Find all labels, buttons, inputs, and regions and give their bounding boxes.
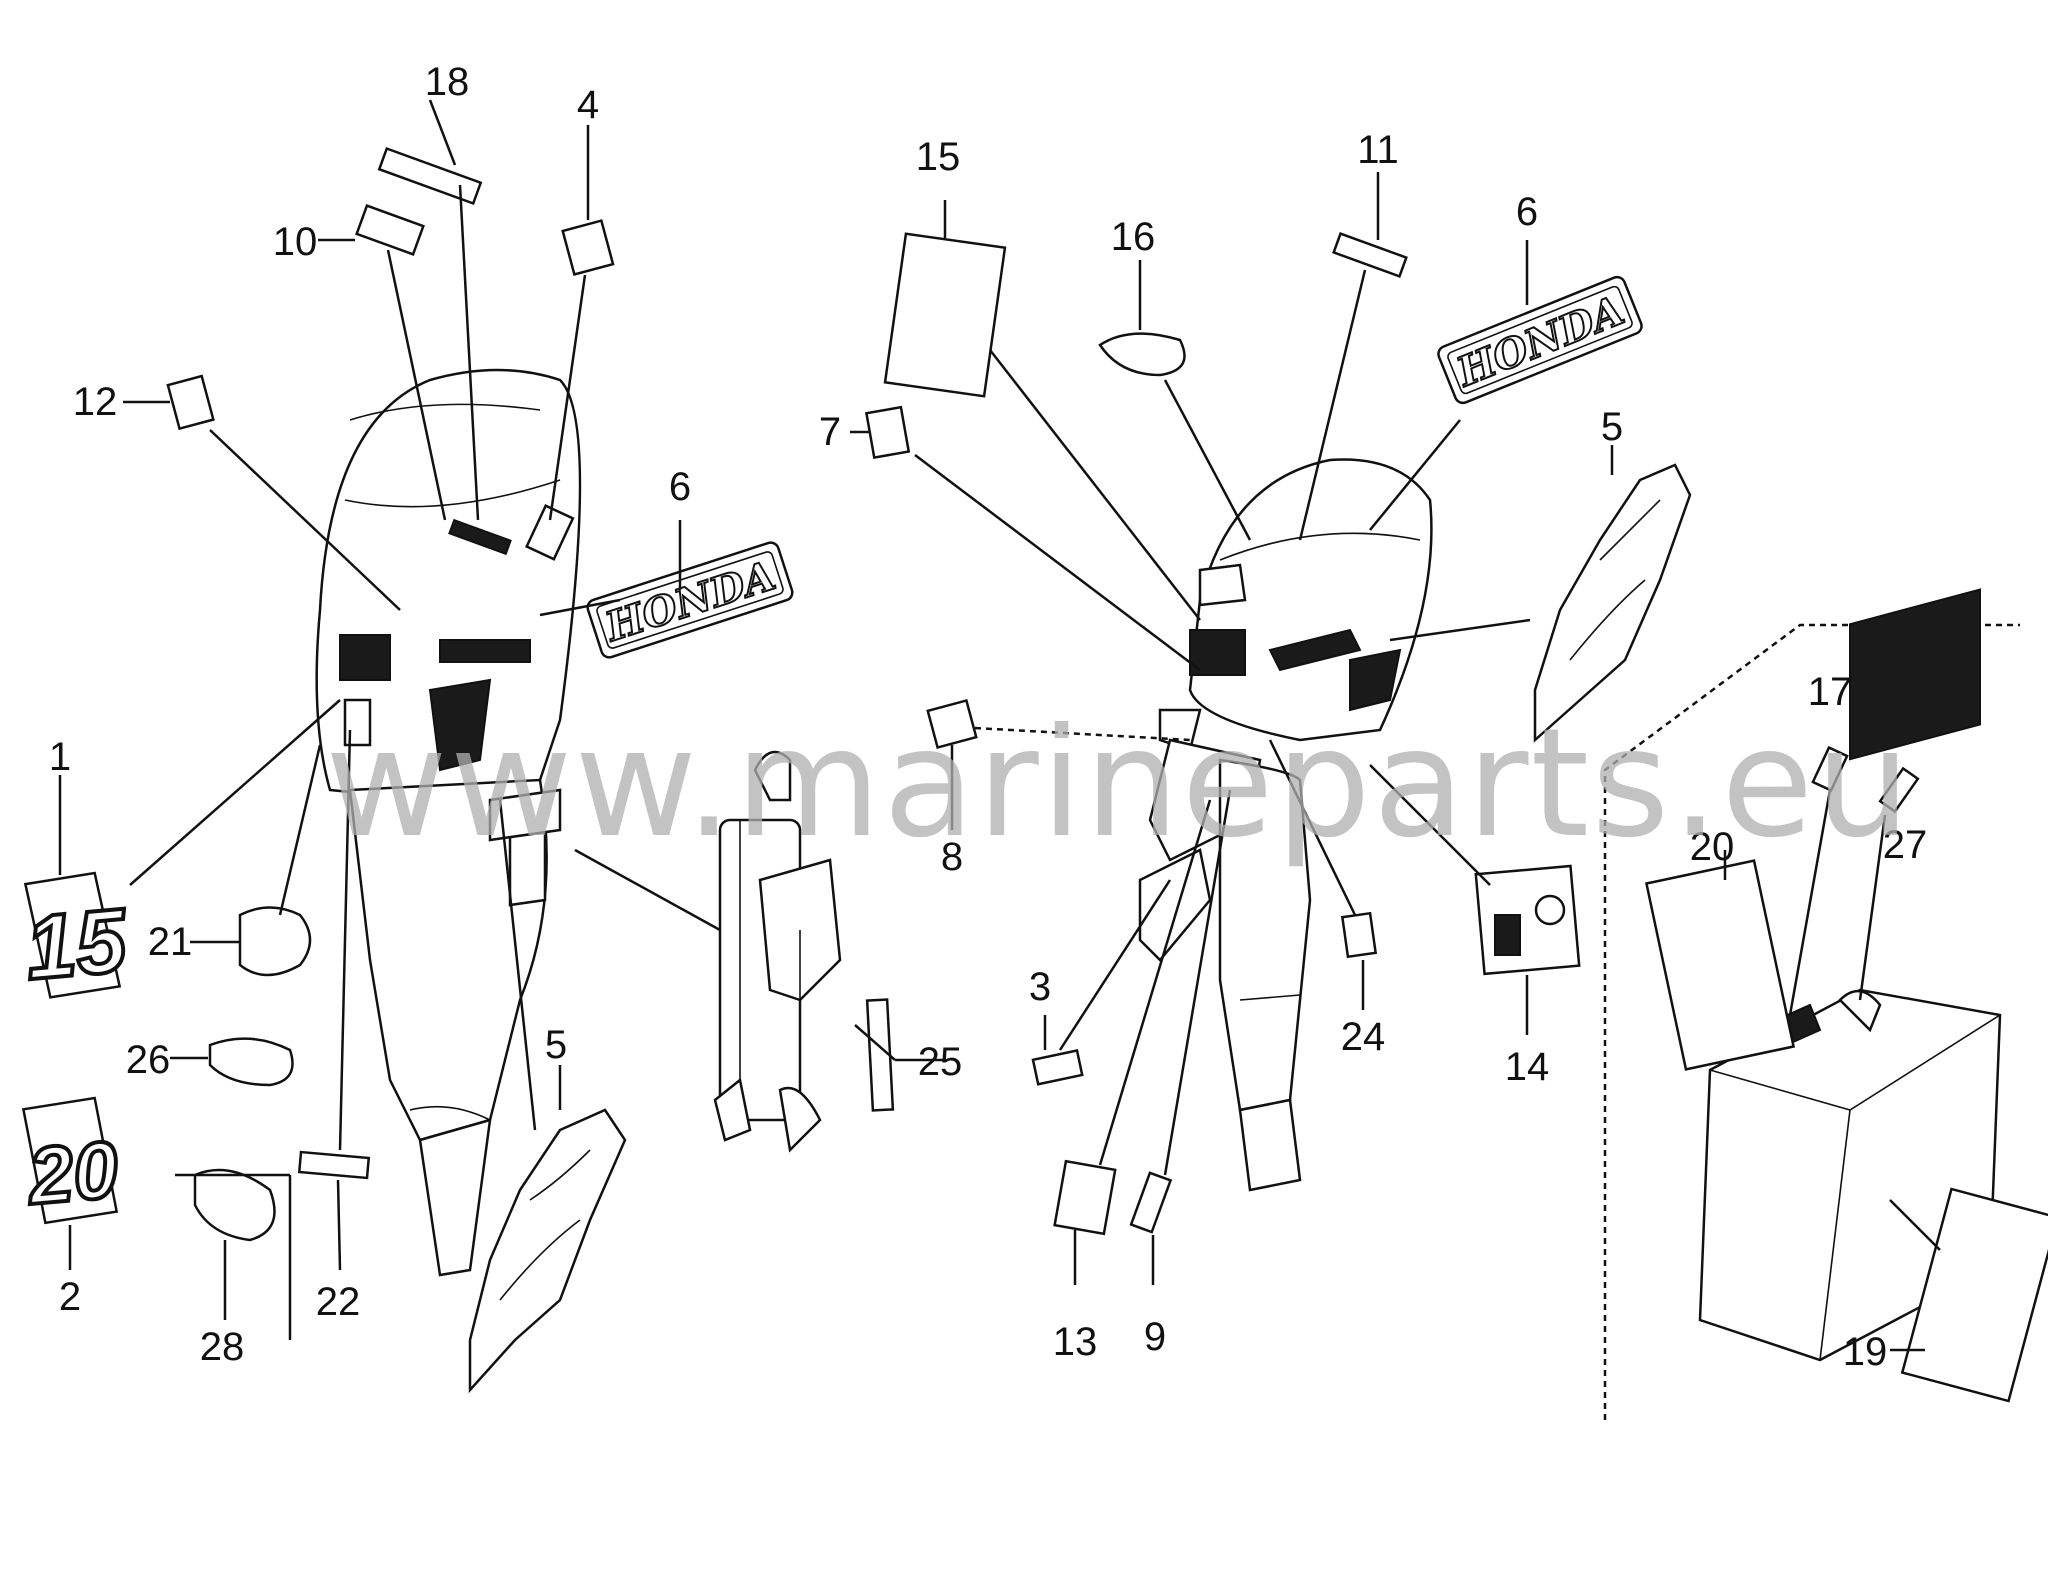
decal-26 [208, 1037, 294, 1087]
decal-27 [1878, 766, 1920, 814]
callout-5-left: 5 [545, 1023, 567, 1067]
decal-16 [1098, 332, 1186, 377]
callout-25: 25 [918, 1040, 963, 1084]
hp15-text: 15 [22, 891, 132, 1000]
decal-28 [193, 1168, 276, 1242]
leader-lines [58, 99, 1941, 1352]
decal-18 [377, 146, 483, 206]
callout-7: 7 [819, 410, 841, 454]
callout-19: 19 [1843, 1330, 1888, 1374]
callout-14: 14 [1505, 1045, 1550, 1089]
callout-24: 24 [1341, 1015, 1386, 1059]
callout-11: 11 [1357, 128, 1399, 172]
callout-21: 21 [148, 920, 193, 964]
decal-24 [1340, 911, 1378, 959]
decal-9 [1129, 1171, 1173, 1234]
callout-6-left: 6 [669, 465, 691, 509]
decal-7 [864, 405, 911, 460]
callout-28: 28 [200, 1325, 245, 1369]
decal-10 [355, 204, 425, 256]
callout-16: 16 [1111, 215, 1156, 259]
callout-6-right: 6 [1516, 190, 1538, 234]
callout-18: 18 [425, 60, 470, 104]
callout-26: 26 [126, 1038, 171, 1082]
callout-9: 9 [1144, 1315, 1166, 1359]
callout-2: 2 [59, 1275, 81, 1319]
decal-12 [166, 374, 215, 431]
decal-22 [297, 1150, 371, 1180]
decal-17 [1811, 745, 1849, 793]
brand-text-left: HONDA [599, 552, 781, 651]
hp20-decal: 20 [21, 1096, 123, 1225]
decal-15 [883, 232, 1007, 398]
decal-5-right [1533, 463, 1692, 743]
callout-20: 20 [1690, 825, 1735, 869]
decal-8 [926, 698, 978, 750]
callout-5-right: 5 [1601, 405, 1623, 449]
decal-13 [1053, 1159, 1117, 1236]
decal-20 [1644, 859, 1796, 1071]
callout-8: 8 [941, 835, 963, 879]
fuel-tank [1603, 588, 2020, 1420]
callout-15: 15 [916, 135, 961, 179]
steering-cylinder [713, 750, 842, 1153]
callout-1: 1 [49, 735, 71, 779]
decal-5-left [468, 1108, 627, 1394]
decal-3 [1031, 1048, 1084, 1086]
decal-14 [1474, 864, 1581, 976]
watermark-text: www.marineparts.eu [325, 697, 1913, 871]
decal-11 [1332, 232, 1408, 278]
decal-4 [561, 219, 615, 276]
callout-12: 12 [73, 380, 118, 424]
callout-13: 13 [1053, 1320, 1098, 1364]
callout-22: 22 [316, 1280, 361, 1324]
callout-3: 3 [1029, 965, 1051, 1009]
left-outboard-engine [315, 368, 582, 1277]
callout-27: 27 [1883, 823, 1928, 867]
callout-17: 17 [1808, 670, 1853, 714]
callout-4: 4 [577, 83, 599, 127]
hp15-decal: 15 [20, 871, 134, 1001]
callout-labels: 1 2 3 4 5 5 6 6 7 8 9 10 11 12 13 14 15 … [49, 60, 1927, 1374]
decal-21 [238, 906, 312, 977]
callout-10: 10 [273, 220, 318, 264]
honda-decal-right: HONDA [1437, 275, 1643, 405]
hp20-text: 20 [23, 1125, 121, 1222]
decal-19 [1900, 1187, 2048, 1403]
